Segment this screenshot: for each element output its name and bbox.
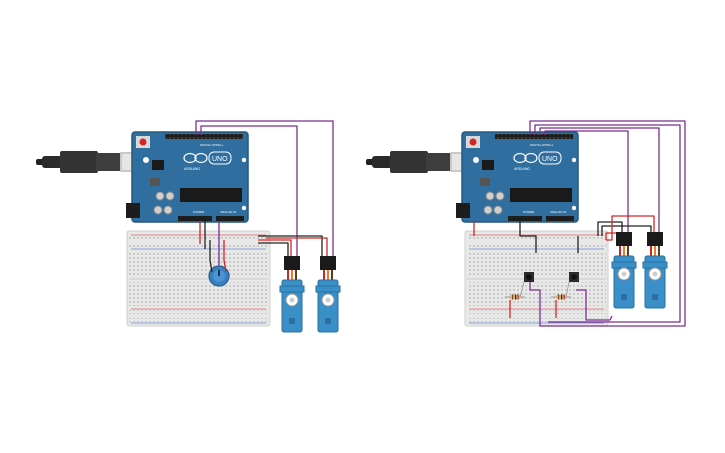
resistor[interactable] — [551, 294, 571, 300]
servo-motor[interactable] — [642, 232, 668, 309]
usb-chip — [152, 160, 164, 170]
model-label: ARDUINO — [514, 167, 530, 171]
pushbutton[interactable] — [569, 272, 579, 282]
led-indicator — [143, 157, 149, 163]
servo-motor[interactable] — [611, 232, 637, 309]
breadboard[interactable] — [126, 230, 271, 327]
usb-cable[interactable] — [36, 151, 138, 173]
digital-header — [495, 134, 573, 139]
microcontroller-chip — [510, 188, 572, 202]
analog-header — [546, 216, 574, 221]
uno-logo — [513, 151, 562, 165]
digital-header — [165, 134, 243, 139]
led-indicator — [473, 157, 479, 163]
model-label: ARDUINO — [184, 167, 200, 171]
left-wires — [195, 120, 334, 273]
right-wires — [473, 120, 686, 327]
power-header — [508, 216, 542, 221]
left-circuit: DIGITAL (PWM~) UNO ARDUINO — [36, 120, 341, 333]
servo-motor[interactable] — [315, 256, 341, 333]
power-label: POWER — [523, 210, 535, 214]
uno-logo-text: UNO — [542, 156, 558, 163]
potentiometer[interactable] — [208, 265, 230, 287]
power-label: POWER — [193, 210, 205, 214]
breadboard[interactable] — [464, 230, 609, 327]
power-header — [178, 216, 212, 221]
uno-logo — [183, 151, 232, 165]
microcontroller-chip — [180, 188, 242, 202]
reset-button[interactable] — [466, 136, 480, 148]
usb-cable[interactable] — [366, 151, 468, 173]
arduino-uno[interactable]: DIGITAL (PWM~) UNO ARDUINO — [126, 131, 249, 223]
analog-label: ANALOG IN — [550, 210, 566, 214]
digital-label: DIGITAL (PWM~) — [200, 143, 223, 147]
servo-motor[interactable] — [279, 256, 305, 333]
regulator — [150, 178, 160, 186]
power-jack[interactable] — [456, 203, 470, 218]
regulator — [480, 178, 490, 186]
resistor[interactable] — [505, 294, 525, 300]
power-jack[interactable] — [126, 203, 140, 218]
pushbutton[interactable] — [524, 272, 534, 282]
uno-logo-text: UNO — [212, 156, 228, 163]
reset-button[interactable] — [136, 136, 150, 148]
arduino-uno[interactable]: DIGITAL (PWM~) UNO ARDUINO POWER ANALOG … — [456, 131, 579, 223]
analog-label: ANALOG IN — [220, 210, 236, 214]
digital-label: DIGITAL (PWM~) — [530, 143, 553, 147]
analog-header — [216, 216, 244, 221]
usb-chip — [482, 160, 494, 170]
right-circuit: DIGITAL (PWM~) UNO ARDUINO POWER ANALOG … — [366, 120, 686, 327]
